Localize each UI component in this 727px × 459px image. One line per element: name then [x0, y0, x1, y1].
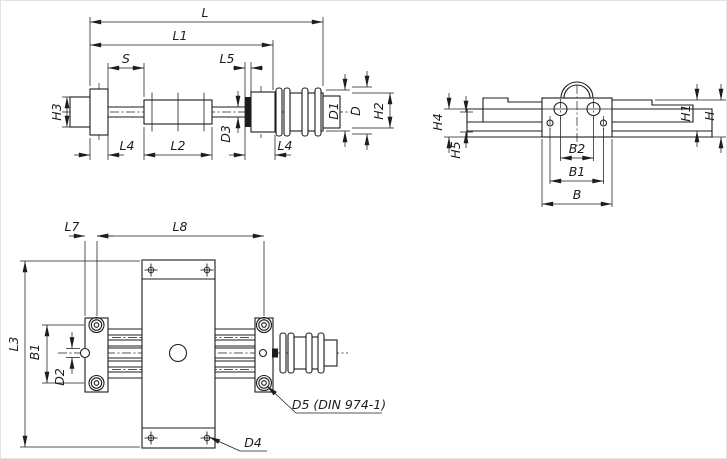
top-view-part	[79, 259, 338, 449]
dim-label-B2: B2	[569, 141, 586, 156]
dim-label-L8: L8	[173, 219, 188, 234]
dim-label-L: L	[202, 5, 209, 20]
dim-label-B1: B1	[569, 164, 586, 179]
dim-label-H1: H1	[678, 104, 693, 121]
front-view-labels: H4 H5 H1 H B2 B1 B	[430, 104, 717, 202]
dim-label-L5: L5	[220, 51, 235, 66]
washer	[245, 97, 251, 127]
dim-label-D2: D2	[52, 368, 67, 386]
dim-label-L4-right: L4	[278, 138, 293, 153]
dim-label-L1: L1	[173, 28, 188, 43]
dim-label-B1-top: B1	[27, 344, 42, 361]
dim-label-H5: H5	[448, 141, 463, 158]
dim-label-D5-note: D5 (DIN 974-1)	[292, 397, 386, 412]
side-view-part	[69, 87, 341, 137]
dim-label-D4: D4	[244, 435, 262, 450]
dim-label-L4-left: L4	[120, 138, 135, 153]
top-view-dimensions	[20, 233, 382, 452]
dim-label-H2: H2	[371, 102, 386, 119]
front-view-part	[466, 81, 713, 138]
dim-label-H3: H3	[49, 103, 64, 120]
side-view-labels: L L1 S L5 H3 D3 D1 D H2 L4 L2 L4	[49, 5, 386, 153]
dim-label-D3: D3	[218, 125, 233, 143]
dim-label-H4: H4	[430, 113, 445, 130]
dim-label-H: H	[702, 111, 717, 121]
socket-screws	[88, 316, 273, 392]
dim-label-D1: D1	[326, 102, 341, 120]
front-view: H4 H5 H1 H B2 B1 B	[430, 81, 726, 207]
dim-label-L2: L2	[171, 138, 186, 153]
side-view-dimensions	[62, 17, 394, 160]
dim-label-L3: L3	[6, 336, 21, 351]
front-view-centerlines	[549, 85, 604, 146]
dim-label-B: B	[573, 187, 582, 202]
dim-label-S: S	[122, 51, 130, 66]
dim-label-L7: L7	[65, 219, 80, 234]
front-view-dimensions	[444, 84, 726, 207]
side-view: L L1 S L5 H3 D3 D1 D H2 L4 L2 L4	[49, 5, 394, 160]
top-view: L7 L8 L3 B1 D2 D5 (DIN 974-1) D4	[6, 219, 386, 452]
top-view-labels: L7 L8 L3 B1 D2 D5 (DIN 974-1) D4	[6, 219, 386, 450]
washer-top	[272, 348, 278, 358]
dim-label-D: D	[348, 106, 363, 116]
